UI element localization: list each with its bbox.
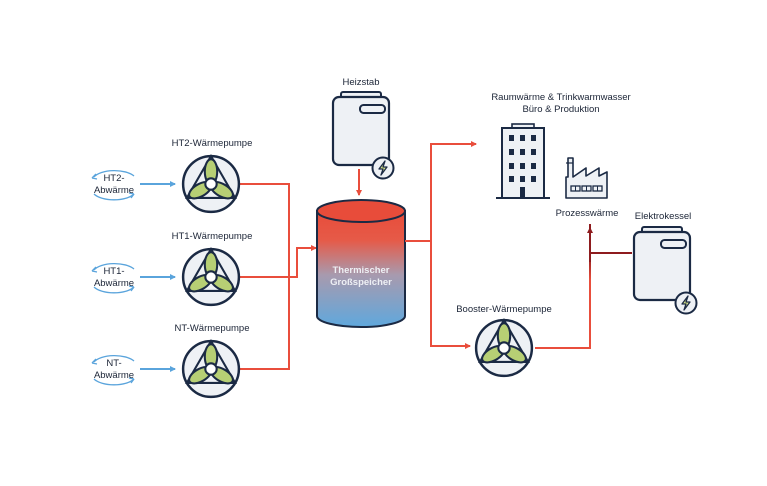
heat-pump-label: HT2-Wärmepumpe bbox=[172, 138, 253, 149]
source-label-line1: NT- bbox=[106, 358, 121, 369]
boiler-icon bbox=[632, 226, 692, 302]
lightning-icon bbox=[674, 291, 698, 315]
recycle-arrow-bottom bbox=[93, 378, 135, 386]
recycle-arrow-bottom bbox=[93, 286, 135, 294]
source-label-line2: Abwärme bbox=[94, 278, 134, 289]
elektrokessel: Elektrokessel bbox=[632, 211, 698, 315]
heat-pump-fan-icon bbox=[181, 154, 241, 214]
storage-tank: Thermischer Großspeicher bbox=[316, 199, 406, 328]
recycle-arrow-top bbox=[93, 169, 135, 178]
source-label-line2: Abwärme bbox=[94, 185, 134, 196]
source-label-line1: HT1- bbox=[103, 266, 124, 277]
storage-label-line1: Thermischer bbox=[332, 265, 389, 276]
recycle-arrow-bottom bbox=[93, 193, 135, 201]
tank-top bbox=[316, 199, 406, 223]
factory-icon bbox=[565, 157, 608, 199]
pipe-booster-to-process bbox=[535, 224, 591, 349]
office-building-icon bbox=[496, 123, 550, 199]
storage-label-line2: Großspeicher bbox=[330, 277, 392, 288]
building-label-line1: Raumwärme & Trinkwarmwasser bbox=[491, 92, 630, 103]
lightning-icon bbox=[371, 156, 395, 180]
heat-pump-label: NT-Wärmepumpe bbox=[175, 323, 250, 334]
booster-heat-pump: Booster-Wärmepumpe bbox=[456, 304, 552, 378]
source-nt: NT- Abwärme bbox=[91, 354, 135, 386]
arrow-head bbox=[128, 377, 135, 384]
pipe-to-booster bbox=[430, 241, 471, 349]
source-ht1: HT1- Abwärme bbox=[91, 262, 135, 294]
arrow-head bbox=[91, 266, 98, 273]
heat-pump-nt: NT-Wärmepumpe bbox=[175, 323, 250, 399]
collector-pipes bbox=[240, 183, 317, 370]
building-label-line2: Büro & Produktion bbox=[522, 104, 599, 115]
consumer-building: Raumwärme & Trinkwarmwasser Büro & Produ… bbox=[491, 92, 631, 199]
pipe-ht1-to-storage bbox=[240, 245, 317, 278]
recycle-arrow-top bbox=[93, 354, 135, 363]
arrow-head bbox=[91, 358, 98, 365]
heizstab: Heizstab bbox=[331, 77, 395, 180]
source-label-line2: Abwärme bbox=[94, 370, 134, 381]
heat-pump-fan-icon bbox=[181, 339, 241, 399]
source-ht2: HT2- Abwärme bbox=[91, 169, 135, 201]
process-label: Prozesswärme bbox=[556, 208, 619, 219]
booster-label: Booster-Wärmepumpe bbox=[456, 304, 552, 315]
pipe-to-building bbox=[405, 141, 477, 242]
consumer-process: Prozesswärme bbox=[556, 157, 619, 219]
heat-pump-ht1: HT1-Wärmepumpe bbox=[172, 231, 253, 307]
elektrokessel-label: Elektrokessel bbox=[635, 211, 692, 222]
heizstab-label: Heizstab bbox=[343, 77, 380, 88]
outlet-pipes bbox=[405, 141, 477, 349]
heat-pump-ht2: HT2-Wärmepumpe bbox=[172, 138, 253, 214]
arrow-head bbox=[91, 173, 98, 180]
source-label-line1: HT2- bbox=[103, 173, 124, 184]
heat-pump-label: HT1-Wärmepumpe bbox=[172, 231, 253, 242]
heat-pump-fan-icon bbox=[181, 247, 241, 307]
heater-icon bbox=[331, 91, 391, 167]
arrow-head bbox=[128, 285, 135, 292]
tank-body bbox=[316, 210, 406, 328]
heat-pump-fan-icon bbox=[474, 318, 534, 378]
arrow-head bbox=[128, 192, 135, 199]
recycle-arrow-top bbox=[93, 262, 135, 271]
